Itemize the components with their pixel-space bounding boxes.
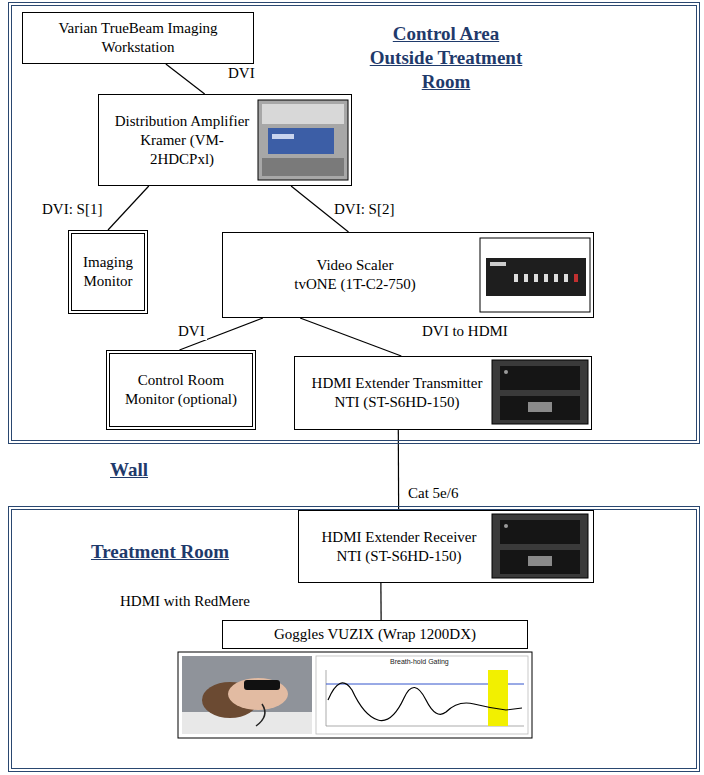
gating-chart: [316, 656, 528, 734]
cable-label: DVI: [226, 64, 257, 82]
model-number: Kramer (VM-2HDCPxl): [109, 131, 255, 169]
cable-label: DVI: [176, 322, 207, 340]
device-box: Goggles VUZIX (Wrap 1200DX): [222, 620, 528, 649]
cable-line: [166, 64, 205, 94]
device-name: Control Room Monitor (optional): [114, 371, 248, 409]
device-box: Distribution AmplifierKramer (VM-2HDCPxl…: [98, 94, 352, 186]
cable-label: HDMI with RedMere: [118, 592, 252, 610]
device-box: HDMI Extender ReceiverNTI (ST-S6HD-150): [298, 510, 594, 583]
monitor-box: Control Room Monitor (optional): [106, 350, 256, 430]
room-panel: Treatment Room HDMI Extender ReceiverNTI …: [8, 506, 700, 772]
scaler-photo: [480, 238, 590, 312]
area-heading: Control Area Outside Treatment Room: [360, 22, 532, 94]
cable-line: [380, 583, 381, 620]
cable-line: [108, 186, 149, 230]
patient-picture: [178, 652, 532, 738]
monitor-box: Imaging Monitor: [68, 230, 148, 314]
cable-label: Cat 5e/6: [406, 484, 460, 502]
device-box: HDMI Extender TransmitterNTI (ST-S6HD-15…: [294, 356, 592, 430]
device-name: Goggles VUZIX (Wrap 1200DX): [274, 625, 476, 644]
device-name: Video Scaler: [317, 256, 394, 275]
device-box: Varian TrueBeam Imaging Workstation: [22, 12, 254, 64]
cable-line: [300, 318, 401, 356]
receiver-photo: [492, 514, 588, 578]
device-name: Imaging Monitor: [76, 253, 140, 291]
model-number: NTI (ST-S6HD-150): [337, 547, 462, 566]
cable-label: DVI: S[2]: [332, 200, 396, 218]
area-heading: Treatment Room: [60, 540, 260, 564]
wall-label: Wall: [110, 458, 148, 482]
amplifier-photo: [258, 100, 348, 180]
model-number: tvONE (1T-C2-750): [294, 275, 416, 294]
room-panel: Control Area Outside Treatment Room Varia…: [8, 2, 700, 444]
chart-title: Breath-hold Gating: [390, 658, 449, 666]
device-box: Video ScalertvONE (1T-C2-750): [222, 232, 594, 318]
device-name: Varian TrueBeam Imaging Workstation: [33, 19, 243, 57]
cable-label: DVI: S[1]: [40, 200, 104, 218]
model-number: NTI (ST-S6HD-150): [335, 393, 460, 412]
device-name: Distribution Amplifier: [115, 112, 250, 131]
device-name: HDMI Extender Receiver: [322, 528, 477, 547]
device-name: HDMI Extender Transmitter: [312, 374, 483, 393]
cable-label: DVI to HDMI: [420, 322, 510, 340]
transmitter-photo: [492, 360, 588, 424]
